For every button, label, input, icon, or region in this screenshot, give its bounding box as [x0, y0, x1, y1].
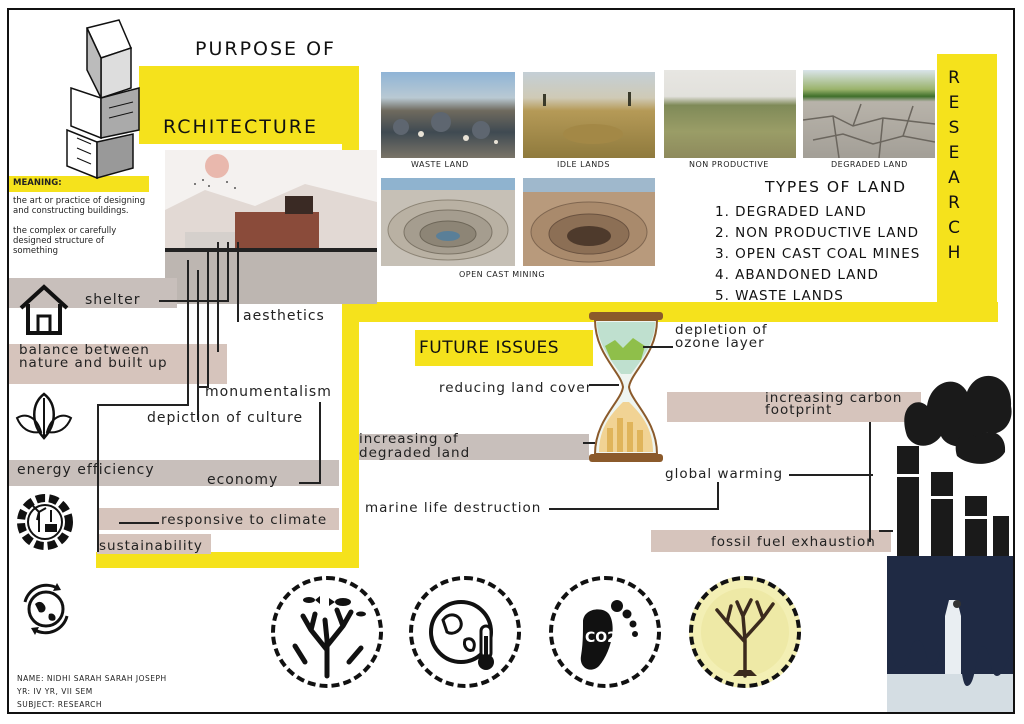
- climate-band: [97, 508, 339, 530]
- marine-life-circle: [271, 576, 383, 688]
- aesthetics-label: aesthetics: [243, 308, 325, 324]
- caption-degraded-land: DEGRADED LAND: [831, 160, 908, 169]
- shelter-label: shelter: [85, 292, 141, 308]
- meaning-text-1: the art or practice of designing and con…: [13, 196, 146, 216]
- architecture-heading: RCHITECTURE: [163, 116, 319, 138]
- isometric-building-sketch: [66, 19, 140, 180]
- hourglass-illustration: [589, 312, 663, 462]
- footer-subject: SUBJECT: RESEARCH: [17, 700, 103, 709]
- house-icon: [19, 284, 69, 335]
- list-item: 1. DEGRADED LAND: [715, 204, 867, 220]
- research-heading: RESEARCH: [947, 66, 967, 266]
- marine-label: marine life destruction: [365, 500, 542, 516]
- yellow-bar-meaning: [9, 176, 149, 192]
- building-section-drawing: [165, 150, 377, 304]
- yellow-bar-middle: [342, 302, 998, 322]
- caption-non-productive: NON PRODUCTIVE: [689, 160, 769, 169]
- types-of-land-heading: TYPES OF LAND: [765, 178, 907, 196]
- energy-band: [9, 460, 339, 486]
- photo-waste-land: [381, 72, 515, 158]
- poster-sheet: PURPOSE OF RCHITECTURE MEANING: the art …: [7, 8, 1015, 714]
- list-item: 2. NON PRODUCTIVE LAND: [715, 225, 919, 241]
- deforestation-circle: [689, 576, 801, 688]
- footer-name: NAME: NIDHI SARAH SARAH JOSEPH: [17, 674, 167, 683]
- leaf-icon: [15, 392, 73, 440]
- yellow-bar-future: [415, 330, 593, 366]
- photo-open-cast-1: [381, 178, 515, 266]
- list-item: 3. OPEN CAST COAL MINES: [715, 246, 921, 262]
- carbon-band: [667, 392, 921, 422]
- caption-waste-land: WASTE LAND: [411, 160, 469, 169]
- balance-band: [9, 344, 227, 384]
- economy-label: economy: [207, 472, 279, 488]
- list-item: 5. WASTE LANDS: [715, 288, 844, 304]
- climate-label: responsive to climate: [161, 512, 328, 528]
- yellow-bar-research: [937, 54, 997, 322]
- sustainability-label: sustainability: [99, 538, 203, 554]
- land-cover-label: reducing land cover: [439, 380, 593, 396]
- dead-tree-icon: [701, 588, 789, 678]
- co2-text: CO2: [585, 630, 617, 646]
- carbon-label: increasing carbon footprint: [765, 390, 903, 418]
- degraded-band: [359, 434, 589, 460]
- photo-degraded-land: [803, 70, 935, 158]
- future-issues-heading: FUTURE ISSUES: [419, 338, 560, 358]
- fossil-band: [651, 530, 891, 552]
- purpose-of-heading: PURPOSE OF: [195, 38, 336, 60]
- yellow-bar-top: [139, 66, 359, 144]
- energy-label: energy efficiency: [17, 462, 155, 478]
- monumentalism-label: monumentalism: [205, 384, 332, 400]
- land-types-list: 1. DEGRADED LAND 2. NON PRODUCTIVE LAND …: [715, 202, 920, 307]
- earth-thermometer-icon: [429, 600, 494, 670]
- photo-non-productive: [664, 70, 796, 158]
- smokestack-hands-illustration: [897, 375, 1012, 556]
- meaning-text-2: the complex or carefully designed struct…: [13, 226, 117, 256]
- global-warming-circle: [409, 576, 521, 688]
- caption-open-cast-mining: OPEN CAST MINING: [459, 270, 546, 279]
- warming-label: global warming: [665, 466, 784, 482]
- photo-idle-lands: [523, 72, 655, 158]
- carbon-footprint-circle: CO2: [549, 576, 661, 688]
- renewable-gear-icon: [17, 494, 73, 550]
- list-item: 4. ABANDONED LAND: [715, 267, 879, 283]
- research-letters: RESEARCH: [947, 68, 961, 263]
- degraded-label: increasing of degraded land: [359, 431, 471, 461]
- culture-label: depiction of culture: [147, 410, 304, 426]
- yellow-bar-bottom: [96, 552, 359, 568]
- fossil-label: fossil fuel exhaustion: [711, 534, 876, 550]
- melting-iceberg-illustration: [887, 556, 1013, 712]
- caption-idle-lands: IDLE LANDS: [557, 160, 610, 169]
- meaning-title: MEANING:: [13, 178, 62, 188]
- coral-fish-icon: [292, 596, 366, 679]
- ozone-label: depletion of ozone layer: [675, 322, 768, 351]
- globe-recycle-icon: [23, 583, 69, 635]
- co2-footprint-icon: CO2: [580, 600, 638, 670]
- photo-open-cast-2: [523, 178, 655, 266]
- sustainability-band: [97, 534, 211, 554]
- balance-label: balance between nature and built up: [19, 342, 168, 371]
- footer-year: YR: IV YR, VII SEM: [17, 687, 93, 696]
